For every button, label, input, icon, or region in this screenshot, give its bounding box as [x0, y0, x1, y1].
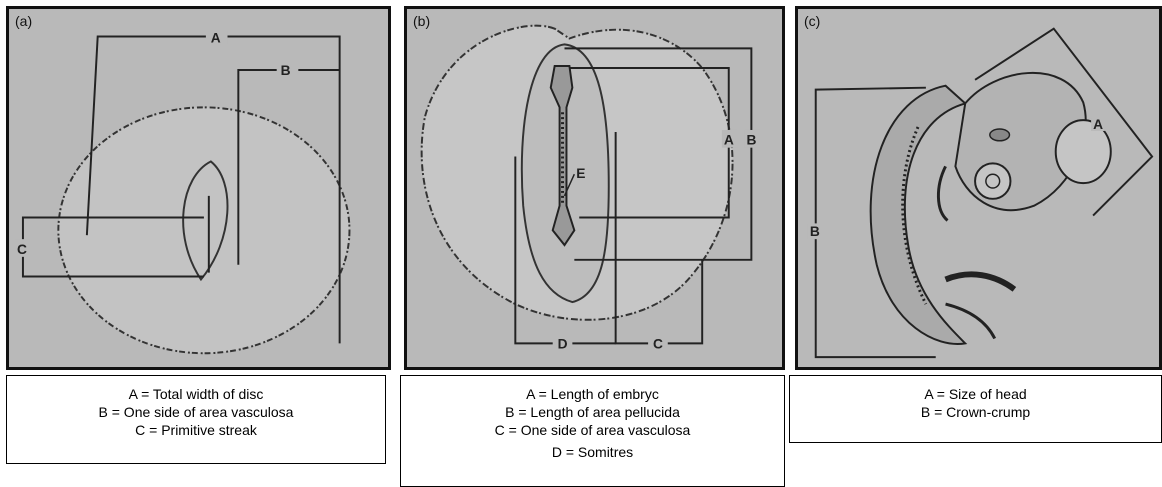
label-e: E — [576, 166, 585, 181]
caption-line: C = Primitive streak — [7, 421, 385, 439]
panel-label: (b) — [413, 13, 430, 29]
caption-line: D = Somitres — [401, 443, 784, 461]
caption-line: A = Size of head — [790, 385, 1161, 403]
label-b: B — [810, 224, 820, 239]
caption-line: A = Length of embryc — [401, 385, 784, 403]
figure-panel-a: A B C (a) — [6, 6, 391, 370]
label-a: A — [211, 30, 221, 45]
caption-line: A = Total width of disc — [7, 385, 385, 403]
panel-label: (c) — [804, 13, 820, 29]
label-b: B — [746, 133, 756, 148]
caption-b: A = Length of embryc B = Length of area … — [400, 375, 785, 487]
figure-panel-b: A B C D E (b) — [404, 6, 785, 370]
disc-drawing: A B C — [9, 9, 388, 367]
embryo-drawing: A B — [798, 9, 1159, 367]
caption-c: A = Size of head B = Crown-crump — [789, 375, 1162, 443]
caption-a: A = Total width of disc B = One side of … — [6, 375, 386, 464]
label-b: B — [281, 63, 291, 78]
caption-line: C = One side of area vasculosa — [401, 421, 784, 439]
label-c: C — [17, 242, 27, 257]
figure-panel-c: A B (c) — [795, 6, 1162, 370]
caption-line: B = Crown-crump — [790, 403, 1161, 421]
caption-line: B = One side of area vasculosa — [7, 403, 385, 421]
area-pellucida-drawing: A B C D E — [407, 9, 782, 367]
panel-label: (a) — [15, 13, 32, 29]
area-vasculosa-outline — [58, 107, 349, 353]
label-a: A — [1093, 117, 1103, 132]
label-a: A — [724, 133, 734, 148]
label-d: D — [558, 336, 568, 351]
eye — [975, 163, 1010, 198]
caption-line: B = Length of area pellucida — [401, 403, 784, 421]
label-c: C — [653, 336, 663, 351]
